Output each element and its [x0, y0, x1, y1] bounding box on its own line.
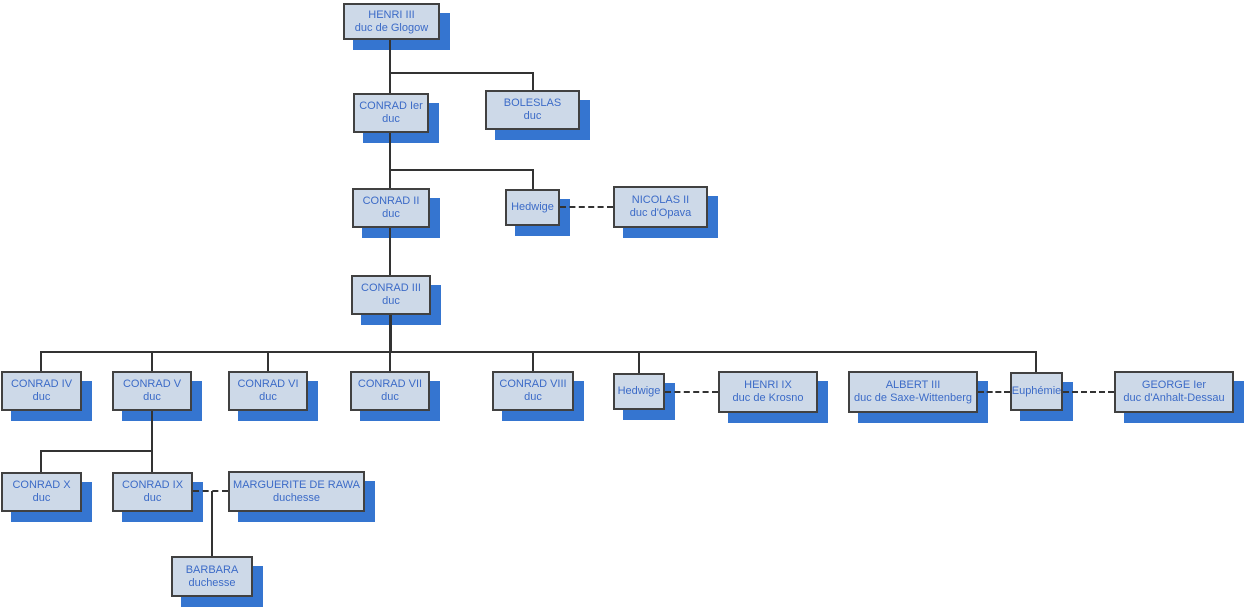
- node-boleslas[interactable]: BOLESLAS duc: [485, 90, 580, 130]
- connector-conrad4-up: [40, 352, 42, 371]
- connector-rail-gen2: [389, 72, 534, 74]
- marriage-albert3-euphemie: [978, 391, 1010, 393]
- person-name: CONRAD VII: [357, 378, 423, 390]
- node-nicolas-ii[interactable]: NICOLAS II duc d'Opava: [613, 186, 708, 228]
- person-title: duc: [381, 391, 399, 403]
- connector-conrad2-conrad3: [389, 228, 391, 275]
- connector-conrad5-up: [151, 352, 153, 371]
- node-henri-iii[interactable]: HENRI III duc de Glogow: [343, 3, 440, 40]
- node-marguerite-de-rawa[interactable]: MARGUERITE DE RAWA duchesse: [228, 471, 365, 512]
- connector-rail-gen3: [389, 169, 534, 171]
- person-name: Hedwige: [617, 385, 661, 397]
- person-name: BOLESLAS: [503, 97, 562, 109]
- connector-henri3-down: [389, 40, 391, 73]
- marriage-euphemie-george1: [1063, 391, 1114, 393]
- person-title: duc d'Anhalt-Dessau: [1123, 392, 1225, 404]
- person-title: duchesse: [188, 576, 236, 589]
- marriage-hedwige1-nicolas2: [560, 206, 613, 208]
- person-name: CONRAD III: [361, 282, 421, 294]
- node-albert-iii[interactable]: ALBERT III duc de Saxe-Wittenberg: [848, 371, 978, 413]
- connector-conrad8-up: [532, 352, 534, 371]
- person-title: duc: [382, 208, 400, 220]
- person-name: HENRI IX: [744, 379, 792, 391]
- person-title: duc: [143, 492, 162, 504]
- node-hedwige-1[interactable]: Hedwige: [505, 189, 560, 226]
- person-title: duc de Glogow: [354, 21, 429, 34]
- connector-conrad10-up: [40, 451, 42, 472]
- connector-barbara-up: [211, 491, 213, 556]
- connector-rail-gen6: [40, 450, 153, 452]
- person-name: CONRAD VI: [237, 378, 299, 390]
- person-title: duc de Krosno: [732, 392, 804, 404]
- person-name: CONRAD IV: [10, 378, 73, 390]
- connector-boleslas-up: [532, 72, 534, 90]
- person-title: duc: [259, 391, 277, 403]
- connector-conrad7-up: [389, 352, 391, 371]
- person-name: HENRI III: [368, 8, 415, 21]
- connector-conrad3-down: [389, 315, 392, 353]
- connector-conrad9-up: [151, 451, 153, 472]
- connector-conrad5-down: [151, 411, 153, 452]
- person-name: ALBERT III: [885, 379, 941, 391]
- node-hedwige-2[interactable]: Hedwige: [613, 373, 665, 410]
- person-title: duchesse: [272, 491, 321, 504]
- node-conrad-x[interactable]: CONRAD X duc: [1, 472, 82, 512]
- node-conrad-v[interactable]: CONRAD V duc: [112, 371, 192, 411]
- connector-conrad1-up: [389, 72, 391, 93]
- person-name: CONRAD X: [12, 479, 71, 491]
- person-name: CONRAD VIII: [499, 378, 567, 390]
- person-name: NICOLAS II: [631, 194, 690, 206]
- person-name: GEORGE Ier: [1141, 379, 1207, 391]
- person-name: BARBARA: [185, 563, 239, 576]
- connector-hedwige2-up: [638, 352, 640, 373]
- person-title: duc: [523, 110, 542, 122]
- connector-rail-gen5: [40, 351, 1037, 353]
- node-conrad-ix[interactable]: CONRAD IX duc: [112, 472, 193, 512]
- person-title: duc: [524, 391, 542, 403]
- connector-euphemie-up: [1035, 352, 1037, 372]
- person-title: duc: [382, 113, 400, 125]
- person-name: Hedwige: [511, 201, 554, 213]
- node-george-ier[interactable]: GEORGE Ier duc d'Anhalt-Dessau: [1114, 371, 1234, 413]
- connector-conrad2-up: [389, 169, 391, 188]
- node-henri-ix[interactable]: HENRI IX duc de Krosno: [718, 371, 818, 413]
- person-name: CONRAD V: [122, 378, 182, 390]
- node-barbara[interactable]: BARBARA duchesse: [171, 556, 253, 597]
- node-conrad-ii[interactable]: CONRAD II duc: [352, 188, 430, 228]
- person-name: MARGUERITE DE RAWA: [233, 478, 360, 491]
- person-name: CONRAD II: [362, 195, 420, 207]
- node-conrad-vii[interactable]: CONRAD VII duc: [350, 371, 430, 411]
- person-title: duc d'Opava: [629, 207, 692, 219]
- connector-hedwige1-up: [532, 169, 534, 189]
- marriage-hedwige2-henri9: [665, 391, 718, 393]
- person-name: Euphémie: [1011, 385, 1062, 397]
- person-name: CONRAD Ier: [359, 100, 423, 112]
- connector-conrad6-up: [267, 352, 269, 371]
- connector-conrad1-down: [389, 133, 391, 170]
- person-title: duc: [32, 391, 51, 403]
- person-title: duc: [32, 492, 51, 504]
- person-name: CONRAD IX: [121, 479, 184, 491]
- node-conrad-iv[interactable]: CONRAD IV duc: [1, 371, 82, 411]
- person-title: duc de Saxe-Wittenberg: [853, 392, 972, 404]
- node-conrad-ier[interactable]: CONRAD Ier duc: [353, 93, 429, 133]
- marriage-conrad9-marguerite: [193, 490, 228, 492]
- person-title: duc: [382, 295, 400, 307]
- node-conrad-iii[interactable]: CONRAD III duc: [351, 275, 431, 315]
- node-conrad-viii[interactable]: CONRAD VIII duc: [492, 371, 574, 411]
- node-conrad-vi[interactable]: CONRAD VI duc: [228, 371, 308, 411]
- person-title: duc: [143, 391, 161, 403]
- node-euphemie[interactable]: Euphémie: [1010, 372, 1063, 411]
